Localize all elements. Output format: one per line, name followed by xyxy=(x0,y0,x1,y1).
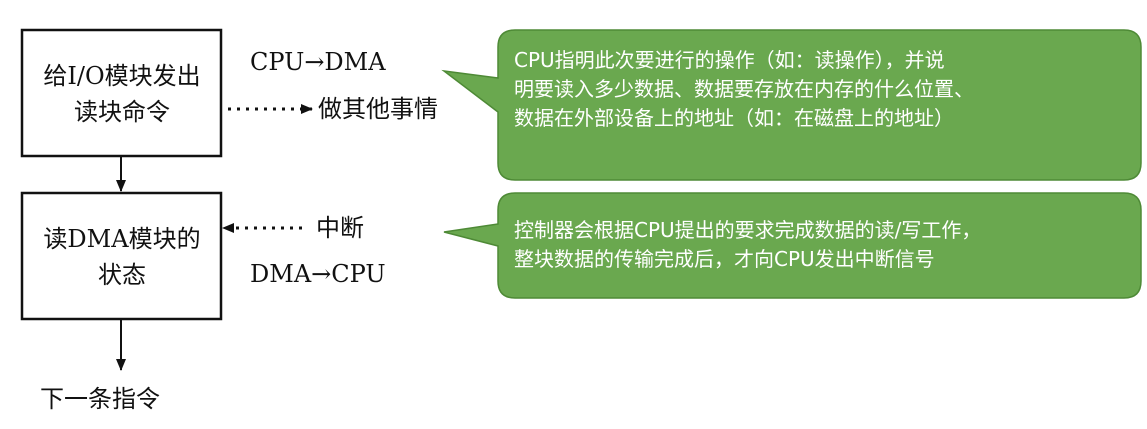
step1-line2: 读块命令 xyxy=(74,98,170,126)
step2-line1: 读DMA模块的 xyxy=(43,225,201,253)
callout-top xyxy=(441,29,1142,181)
step1-box xyxy=(20,28,223,158)
label-dma-to-cpu: DMA→CPU xyxy=(250,260,386,288)
step1-line1: 给I/O模块发出 xyxy=(43,62,201,90)
step2-line2: 状态 xyxy=(98,261,146,289)
step2-text: 读DMA模块的 状态 xyxy=(22,221,222,293)
label-do-other: 做其他事情 xyxy=(318,95,438,123)
callout-bottom xyxy=(443,192,1142,299)
next-instruction: 下一条指令 xyxy=(40,385,160,413)
callout-bottom-line2: 整块数据的传输完成后，才向CPU发出中断信号 xyxy=(514,247,935,271)
step1-text: 给I/O模块发出 读块命令 xyxy=(22,58,222,130)
label-cpu-to-dma: CPU→DMA xyxy=(250,48,386,76)
callout-bottom-text: 控制器会根据CPU提出的要求完成数据的读/写工作， 整块数据的传输完成后，才向C… xyxy=(514,216,981,274)
callout-top-line2: 明要读入多少数据、数据要存放在内存的什么位置、 xyxy=(514,77,974,101)
callout-top-text: CPU指明此次要进行的操作（如：读操作），并说 明要读入多少数据、数据要存放在内… xyxy=(514,46,974,133)
callout-top-line1: CPU指明此次要进行的操作（如：读操作），并说 xyxy=(514,48,945,72)
callout-bottom-line1: 控制器会根据CPU提出的要求完成数据的读/写工作， xyxy=(514,218,982,242)
step2-box xyxy=(20,191,223,321)
label-interrupt: 中断 xyxy=(316,214,364,242)
callout-top-line3: 数据在外部设备上的地址（如：在磁盘上的地址） xyxy=(514,106,954,130)
